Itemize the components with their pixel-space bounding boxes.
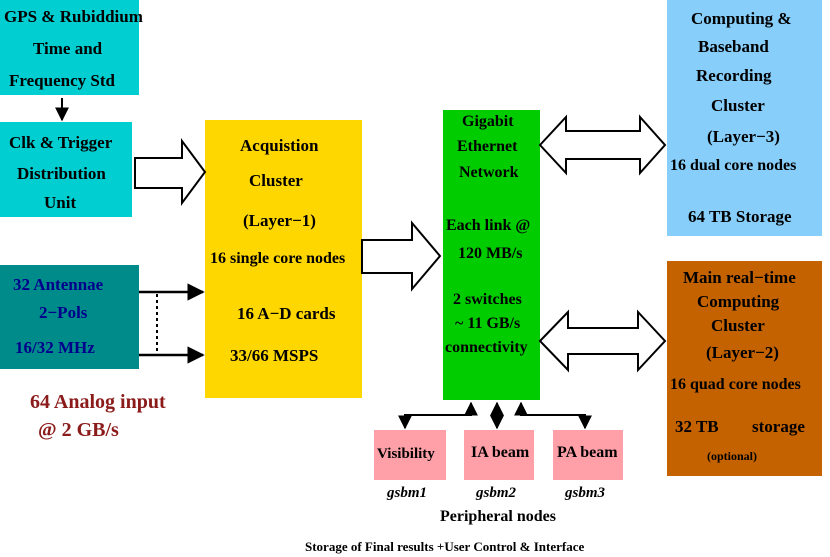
computing-label-1: Computing & [691, 9, 792, 28]
realtime-label-2: Computing [697, 292, 780, 311]
gsbm2-label: gsbm2 [476, 485, 517, 501]
realtime-label-6: 32 TB [675, 417, 719, 436]
realtime-label-8: (optional) [707, 449, 758, 463]
acq-label-4: 16 single core nodes [210, 250, 346, 267]
gigabit-computing-double-arrow [538, 114, 667, 176]
acq-label-5: 16 A−D cards [237, 304, 336, 323]
realtime-box [667, 261, 822, 476]
pa-beam-box [553, 430, 623, 480]
gigabit-label-5: 120 MB/s [458, 245, 523, 262]
computing-label-7: 64 TB Storage [688, 207, 792, 226]
clk-label-2: Distribution [17, 164, 106, 183]
antenna-pols: 2−Pols [39, 303, 88, 322]
ia-beam-box [464, 430, 534, 480]
realtime-label-7: storage [752, 417, 805, 436]
pa-beam-connector [514, 401, 592, 430]
gigabit-label-8: connectivity [445, 339, 528, 356]
gigabit-label-4: Each link @ [446, 217, 531, 234]
clk-to-acq-arrow [134, 137, 207, 207]
clk-label-3: Unit [44, 193, 77, 212]
footer-caption: Storage of Final results +User Control &… [305, 539, 585, 554]
gigabit-box [443, 110, 540, 400]
gsbm3-label: gsbm3 [565, 485, 606, 501]
gigabit-realtime-double-arrow [538, 309, 667, 373]
visibility-label: Visibility [377, 446, 435, 462]
realtime-label-3: Cluster [711, 316, 765, 335]
acq-to-gigabit-arrow [361, 220, 442, 292]
acq-label-1: Acquistion [240, 136, 319, 155]
gigabit-label-1: Gigabit [462, 113, 514, 130]
acq-label-6: 33/66 MSPS [230, 346, 319, 365]
realtime-label-1: Main real−time [683, 268, 796, 287]
peripheral-title: Peripheral nodes [440, 508, 556, 525]
antenna-bandwidth: 16/32 MHz [15, 338, 95, 357]
clk-box [0, 122, 132, 217]
gigabit-label-6: 2 switches [453, 291, 522, 308]
antenna-box [0, 265, 139, 369]
realtime-label-4: (Layer−2) [706, 343, 779, 362]
computing-box [667, 0, 822, 236]
computing-label-4: Cluster [711, 96, 765, 115]
antenna-count: 32 Antennae [13, 275, 104, 294]
gigabit-label-3: Network [459, 164, 519, 181]
acquisition-box [205, 120, 362, 398]
clk-label-1: Clk & Trigger [9, 133, 113, 152]
gps-box [0, 0, 139, 95]
gps-label-1: GPS & Rubiddium [4, 7, 143, 26]
gigabit-label-7: ~ 11 GB/s [455, 315, 521, 332]
visibility-box [374, 430, 446, 480]
computing-label-5: (Layer−3) [707, 127, 780, 146]
computing-label-2: Baseband [698, 37, 769, 56]
acq-label-3: (Layer−1) [243, 211, 316, 230]
realtime-label-5: 16 quad core nodes [670, 376, 801, 393]
gps-label-3: Frequency Std [9, 71, 115, 90]
acq-label-2: Cluster [249, 171, 303, 190]
pa-beam-label: PA beam [557, 444, 618, 461]
analog-input-rate: @ 2 GB/s [38, 419, 119, 441]
analog-input-label: 64 Analog input [30, 391, 166, 413]
gsbm1-label: gsbm1 [387, 485, 428, 501]
computing-label-3: Recording [696, 66, 772, 85]
ia-beam-label: IA beam [471, 444, 530, 461]
gps-label-2: Time and [33, 39, 103, 58]
gigabit-label-2: Ethernet [457, 138, 518, 155]
visibility-connector [398, 401, 478, 430]
computing-label-6: 16 dual core nodes [670, 157, 797, 174]
